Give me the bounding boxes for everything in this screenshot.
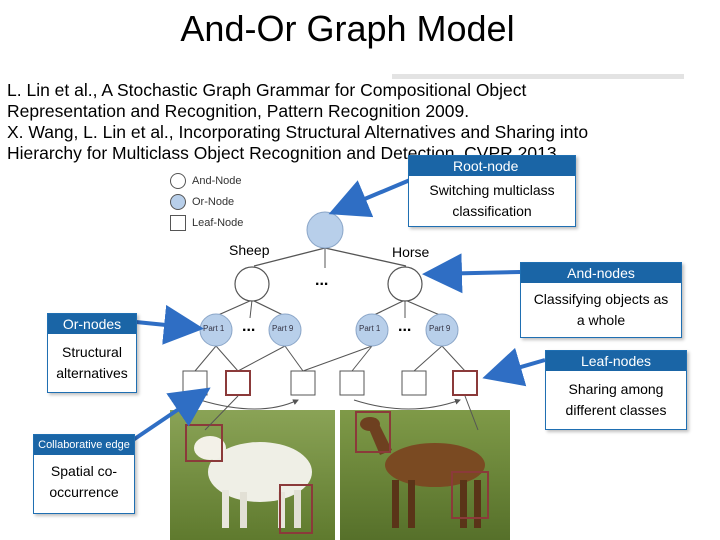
horse-figure [360, 417, 485, 528]
leaf-node [401, 370, 427, 396]
horse-part1-node [355, 313, 389, 347]
callout-header: Leaf-nodes [546, 351, 686, 371]
sheep-part9-node [268, 313, 302, 347]
legend: And-Node Or-Node Leaf-Node [170, 170, 243, 233]
slide-title: And-Or Graph Model [180, 8, 515, 49]
callout-header: And-nodes [521, 263, 681, 283]
root-callout-arrow [328, 178, 411, 218]
part-label: Part 9 [429, 324, 451, 333]
horse-and-node [387, 266, 423, 302]
legend-label: Leaf-Node [192, 216, 244, 229]
leaf-node-shared [452, 370, 478, 396]
and-nodes-callout: And-nodes Classifying objects as a whole [520, 262, 682, 338]
legend-or-node: Or-Node [170, 191, 243, 212]
leaf-node-shared [225, 370, 251, 396]
callout-body: Structural alternatives [56, 344, 128, 381]
horse-part9-node [425, 313, 459, 347]
horse-leg-box [451, 471, 489, 519]
collab-edge [199, 399, 299, 410]
leaf-nodes-callout: Leaf-nodes Sharing among different class… [545, 350, 687, 430]
part-label: Part 1 [359, 324, 381, 333]
part-label: Part 1 [203, 324, 225, 333]
legend-label: Or-Node [192, 195, 235, 208]
collab-edge [353, 398, 461, 410]
callout-body: Switching multiclass classification [429, 182, 555, 219]
edge-root-horse [324, 247, 407, 267]
horse-parts-ellipsis: ... [398, 318, 412, 335]
root-or-node [306, 211, 344, 249]
edge-root-sheep [253, 247, 326, 267]
reference-line: Representation and Recognition, Pattern … [7, 101, 470, 121]
leaf-node [290, 370, 316, 396]
photo-illustration [170, 410, 510, 540]
reference-line: L. Lin et al., A Stochastic Graph Gramma… [7, 80, 527, 100]
callout-body: Spatial co-occurrence [49, 463, 119, 500]
callout-header: Root-node [409, 156, 575, 176]
callout-header: Or-nodes [48, 314, 136, 334]
animal-photos [170, 410, 510, 540]
part-label: Part 9 [272, 324, 294, 333]
and-node-swatch [170, 172, 186, 189]
sheep-leg-box [279, 484, 313, 534]
sheep-label: Sheep [229, 242, 270, 258]
reference-line: X. Wang, L. Lin et al., Incorporating St… [7, 122, 589, 142]
or-node-swatch [170, 193, 186, 210]
leaf-to-photo-link [464, 395, 479, 431]
or-nodes-callout: Or-nodes Structural alternatives [47, 313, 137, 393]
callout-body: Sharing among different classes [565, 381, 667, 418]
leaf-node-swatch [170, 214, 186, 231]
callout-body: Classifying objects as a whole [533, 291, 669, 328]
and-callout-arrow [422, 253, 521, 294]
legend-leaf-node: Leaf-Node [170, 212, 243, 233]
horse-head-box [355, 411, 391, 453]
title-rule [392, 74, 684, 79]
or-callout-arrow [135, 304, 204, 345]
root-node-callout: Root-node Switching multiclass classific… [408, 155, 576, 227]
leaf-callout-arrow [482, 347, 546, 387]
legend-label: And-Node [192, 174, 242, 187]
sheep-figure [194, 436, 312, 528]
leaf-to-photo-link [204, 395, 239, 431]
legend-and-node: And-Node [170, 170, 243, 191]
callout-header: Collaborative edge [34, 435, 134, 455]
classes-ellipsis: ... [315, 272, 329, 289]
sheep-and-node [234, 266, 270, 302]
horse-label: Horse [392, 244, 430, 260]
collaborative-edge-callout: Collaborative edge Spatial co-occurrence [33, 434, 135, 514]
collab-callout-arrow [131, 387, 211, 442]
leaf-node [339, 370, 365, 396]
sheep-parts-ellipsis: ... [242, 318, 256, 335]
